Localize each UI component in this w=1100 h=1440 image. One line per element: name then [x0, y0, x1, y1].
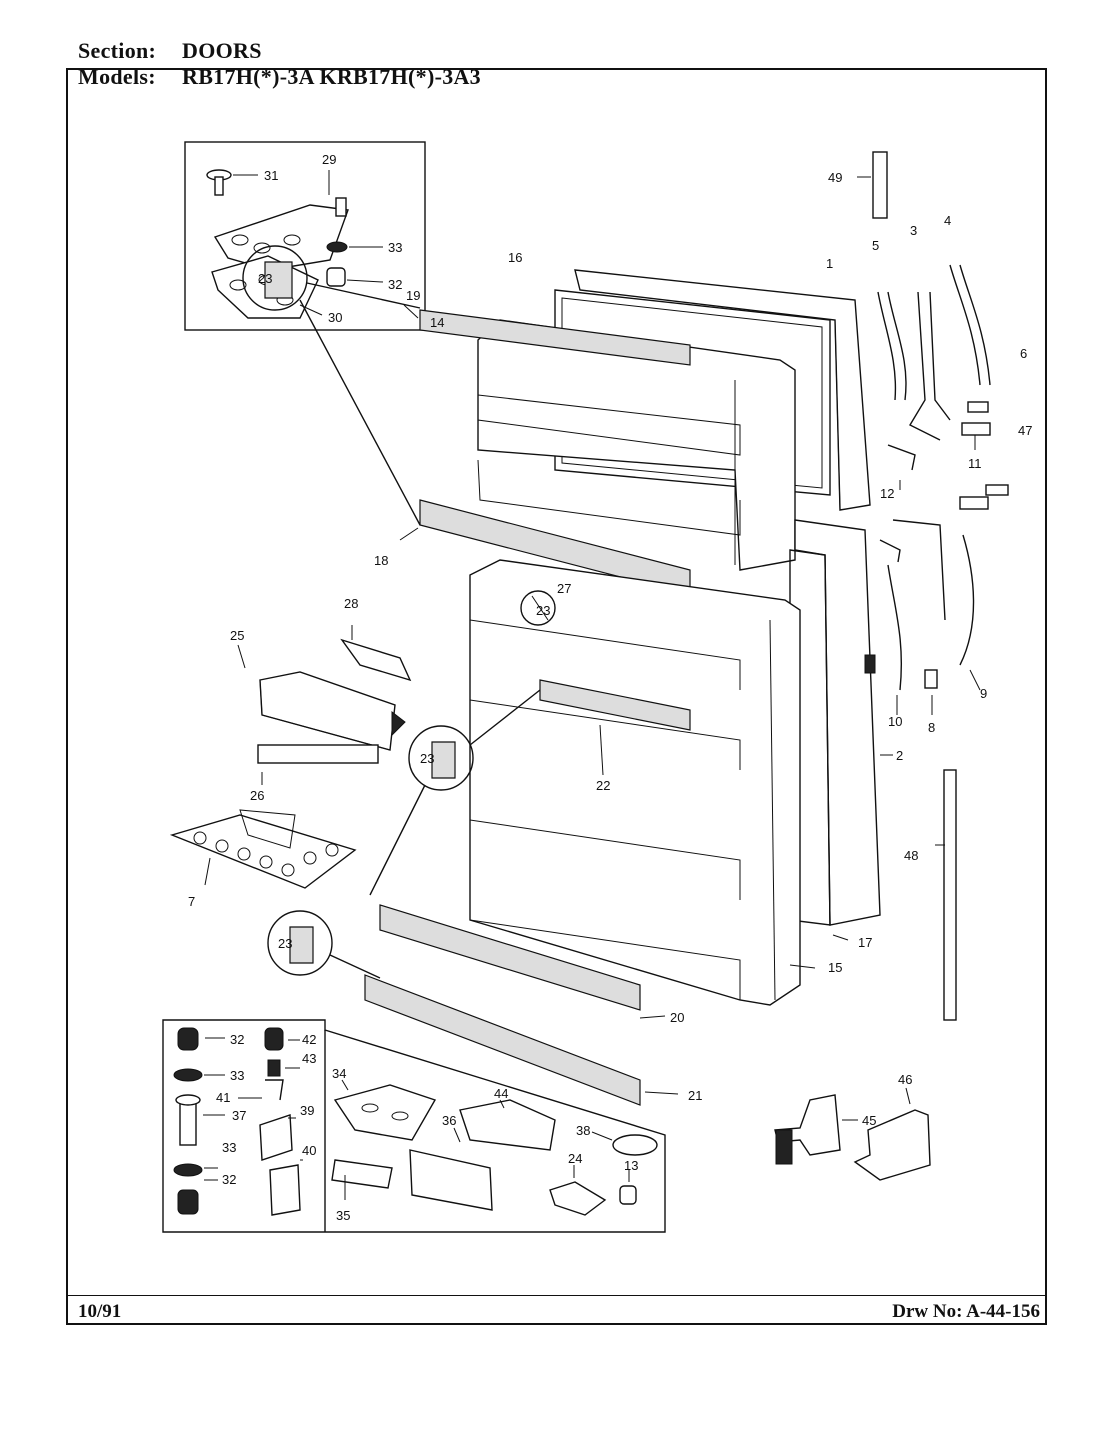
callout-23a: 23 [258, 271, 272, 286]
callout-22: 22 [596, 778, 610, 793]
callout-26: 26 [250, 788, 264, 803]
callout-24: 24 [568, 1151, 582, 1166]
freezer-door-assembly [399, 269, 871, 596]
callout-29: 29 [322, 152, 336, 167]
callout-31: 31 [264, 168, 278, 183]
callout-48: 48 [904, 848, 918, 863]
callout-28: 28 [344, 596, 358, 611]
drawing-frame [66, 68, 1047, 1325]
callout-33c: 33 [222, 1140, 236, 1155]
callout-14: 14 [430, 315, 444, 330]
bottom-hinge-inset [162, 1019, 666, 1233]
callout-35: 35 [336, 1208, 350, 1223]
callout-23b: 23 [420, 751, 434, 766]
callout-4: 4 [944, 213, 951, 228]
callout-34: 34 [332, 1066, 346, 1081]
callout-12: 12 [880, 486, 894, 501]
callout-44: 44 [494, 1086, 508, 1101]
section-label: Section: [78, 38, 157, 63]
callout-19: 19 [406, 288, 420, 303]
callout-33b: 33 [230, 1068, 244, 1083]
callout-38: 38 [576, 1123, 590, 1138]
fresh-food-door-assembly [364, 519, 893, 1106]
callout-15: 15 [828, 960, 842, 975]
callout-21: 21 [688, 1088, 702, 1103]
top-hinge-inset [184, 141, 426, 331]
callout-20: 20 [670, 1010, 684, 1025]
callout-6: 6 [1020, 346, 1027, 361]
section-value: DOORS [182, 38, 262, 63]
callout-47: 47 [1018, 423, 1032, 438]
callout-40: 40 [302, 1143, 316, 1158]
callout-11: 11 [968, 456, 982, 471]
door-closer-hardware [857, 151, 1009, 1021]
callout-32c: 32 [222, 1172, 236, 1187]
callout-33a: 33 [388, 240, 402, 255]
callout-8: 8 [928, 720, 935, 735]
butter-dish-and-egg-tray [169, 625, 412, 889]
callout-23d: 23 [536, 603, 550, 618]
callout-16: 16 [508, 250, 522, 265]
callout-9: 9 [980, 686, 987, 701]
callout-7: 7 [188, 894, 195, 909]
callout-41: 41 [216, 1090, 230, 1105]
callout-18: 18 [374, 553, 388, 568]
callout-30: 30 [328, 310, 342, 325]
callout-3: 3 [910, 223, 917, 238]
callout-36: 36 [442, 1113, 456, 1128]
callout-2: 2 [896, 748, 903, 763]
drawing-date: 10/91 [78, 1301, 122, 1322]
callout-49: 49 [828, 170, 842, 185]
callout-27: 27 [557, 581, 571, 596]
callout-17: 17 [858, 935, 872, 950]
footer-divider [66, 1295, 1047, 1296]
callout-32a: 32 [388, 277, 402, 292]
callout-25: 25 [230, 628, 244, 643]
callout-45: 45 [862, 1113, 876, 1128]
callout-labels: 1 2 3 4 5 6 7 8 9 10 11 12 13 15 14 16 1… [188, 152, 1032, 1223]
callout-23c: 23 [278, 936, 292, 951]
callout-39: 39 [300, 1103, 314, 1118]
callout-46: 46 [898, 1072, 912, 1087]
drawing-number: Drw No: A-44-156 [892, 1301, 1040, 1322]
callout-13: 13 [624, 1158, 638, 1173]
callout-5: 5 [872, 238, 879, 253]
callout-32b: 32 [230, 1032, 244, 1047]
door-handle-parts [774, 1087, 931, 1181]
callout-37: 37 [232, 1108, 246, 1123]
callout-10: 10 [888, 714, 902, 729]
callout-42: 42 [302, 1032, 316, 1047]
rail-clip-detail-circles [242, 245, 556, 979]
callout-1: 1 [826, 256, 833, 271]
callout-43: 43 [302, 1051, 316, 1066]
